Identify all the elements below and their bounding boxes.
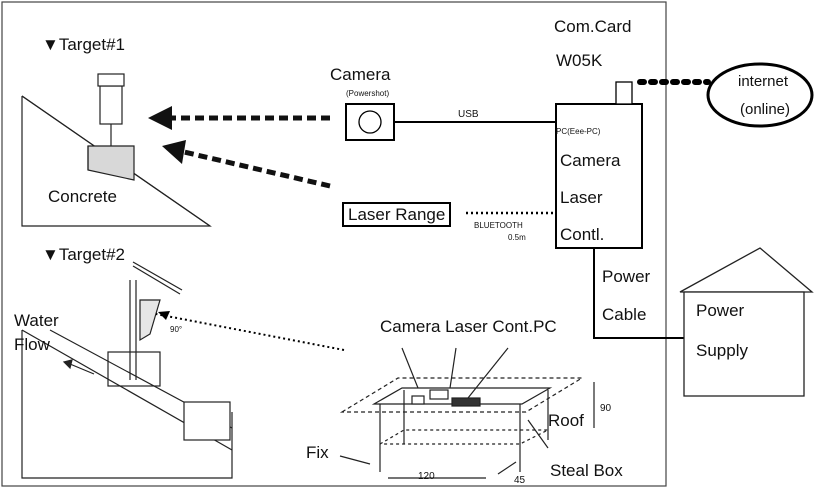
pc-laser-label: Laser — [560, 188, 603, 207]
camera-label: Camera — [330, 65, 391, 84]
height-label: 90 — [600, 403, 612, 414]
target1-material-label: Concrete — [48, 187, 117, 206]
target2-heading: ▼Target#2 — [42, 245, 125, 264]
usb-label: USB — [458, 109, 479, 120]
power-cable-label-2: Cable — [602, 305, 647, 324]
bluetooth-label: BLUETOOTH — [474, 221, 523, 230]
com-card — [615, 81, 633, 105]
pc-control-label: Contl. — [560, 225, 605, 244]
steel-box — [339, 347, 595, 479]
width-label: 120 — [418, 471, 435, 482]
steel-box-label: Steal Box — [550, 461, 623, 480]
bluetooth-distance-label: 0.5m — [508, 233, 526, 242]
com-card-model-label: W05K — [556, 51, 603, 70]
power-supply-label-1: Power — [696, 301, 745, 320]
com-card-label: Com.Card — [554, 17, 632, 36]
flow-label: Flow — [14, 335, 50, 354]
laser-to-target-arrow — [162, 140, 331, 189]
target2-dotted-link — [155, 313, 345, 351]
power-house — [679, 247, 814, 397]
camera-to-target-arrow — [148, 106, 330, 130]
internet-ellipse — [706, 62, 814, 128]
pc-box — [555, 103, 643, 249]
frame — [1, 1, 667, 487]
internet-label: internet — [738, 73, 789, 90]
power-cable-label-1: Power — [602, 267, 651, 286]
target2-arrowhead — [158, 311, 170, 320]
pc-camera-label: Camera — [560, 151, 621, 170]
target1-heading: ▼Target#1 — [42, 35, 125, 54]
target2-drawing — [21, 261, 233, 479]
camera-lens — [358, 110, 382, 134]
roof-label: Roof — [548, 411, 584, 430]
pc-title-label: PC(Eee-PC) — [556, 127, 601, 136]
target1-drawing — [21, 73, 212, 227]
power-cable-line — [593, 248, 684, 339]
online-label: (online) — [740, 101, 791, 118]
power-supply-label-2: Supply — [696, 341, 748, 360]
steel-box-top-labels: Camera Laser Cont.PC — [380, 317, 557, 336]
depth-label: 45 — [514, 475, 526, 486]
camera-model-label: (Powershot) — [346, 89, 390, 98]
angle-label: 90° — [170, 325, 183, 334]
fix-label: Fix — [306, 443, 329, 462]
laser-range-box: Laser Range — [342, 202, 452, 227]
water-label: Water — [14, 311, 59, 330]
